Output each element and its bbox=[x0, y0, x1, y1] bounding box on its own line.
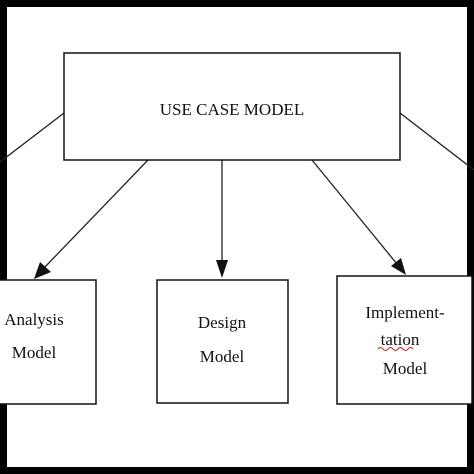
design-box bbox=[156, 279, 289, 404]
implementation-label-line-2: tation bbox=[381, 330, 420, 349]
implementation-node: Implement- tation Model bbox=[336, 275, 473, 405]
connectors bbox=[0, 112, 474, 279]
root-box bbox=[63, 52, 401, 161]
analysis-node: Analysis Model bbox=[0, 279, 97, 405]
design-label-line-2: Model bbox=[200, 347, 245, 366]
implementation-box bbox=[336, 275, 473, 405]
root-node: USE CASE MODEL bbox=[63, 52, 401, 161]
spellcheck-underline bbox=[377, 347, 414, 351]
design-node: Design Model bbox=[156, 279, 289, 404]
edge-root-to-implementation bbox=[311, 159, 398, 265]
edge-root-to-left-offscreen bbox=[0, 112, 65, 163]
design-label-line-1: Design bbox=[198, 313, 247, 332]
arrowhead-analysis bbox=[34, 262, 51, 279]
analysis-label-line-1: Analysis bbox=[4, 310, 64, 329]
edge-root-to-analysis bbox=[43, 159, 149, 269]
edge-root-to-right-offscreen bbox=[399, 112, 474, 171]
arrowhead-implementation bbox=[391, 258, 406, 275]
implementation-label-line-1: Implement- bbox=[365, 303, 445, 322]
implementation-label-line-3: Model bbox=[383, 359, 428, 378]
analysis-box bbox=[0, 279, 97, 405]
analysis-label-line-2: Model bbox=[12, 343, 57, 362]
root-label: USE CASE MODEL bbox=[160, 100, 305, 119]
arrowhead-design bbox=[216, 260, 228, 278]
